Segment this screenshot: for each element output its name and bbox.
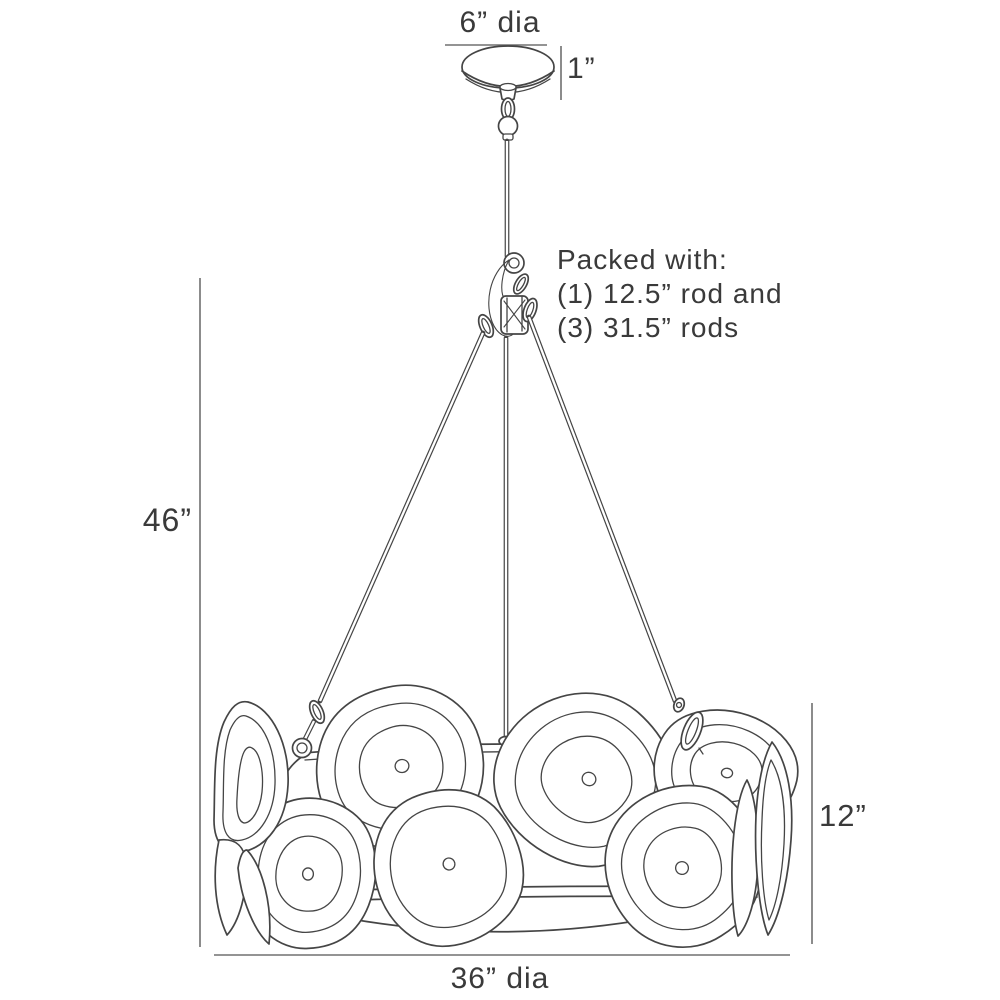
packed-with-note: Packed with: (1) 12.5” rod and (3) 31.5”… [557, 243, 783, 345]
canopy-diameter-label: 6” dia [459, 6, 541, 39]
drum-diameter-label: 36” dia [450, 962, 550, 995]
canopy [461, 45, 555, 141]
hanging-rods [301, 314, 678, 744]
drum-height-label: 12” [819, 798, 867, 833]
packed-line-2: (1) 12.5” rod and [557, 278, 783, 309]
overall-height-label: 46” [142, 502, 192, 538]
left-attachment-ring [291, 737, 313, 759]
canopy-height-label: 1” [567, 52, 596, 85]
packed-line-3: (3) 31.5” rods [557, 312, 740, 343]
right-petal-cluster [731, 741, 793, 937]
agate-slices [244, 658, 803, 973]
right-turnbuckle [680, 711, 704, 751]
agate-slice [344, 763, 549, 971]
rod-hardware [291, 697, 704, 759]
left-petal-cluster [213, 700, 289, 945]
packed-line-1: Packed with: [557, 244, 728, 275]
dimension-lines [199, 44, 813, 956]
